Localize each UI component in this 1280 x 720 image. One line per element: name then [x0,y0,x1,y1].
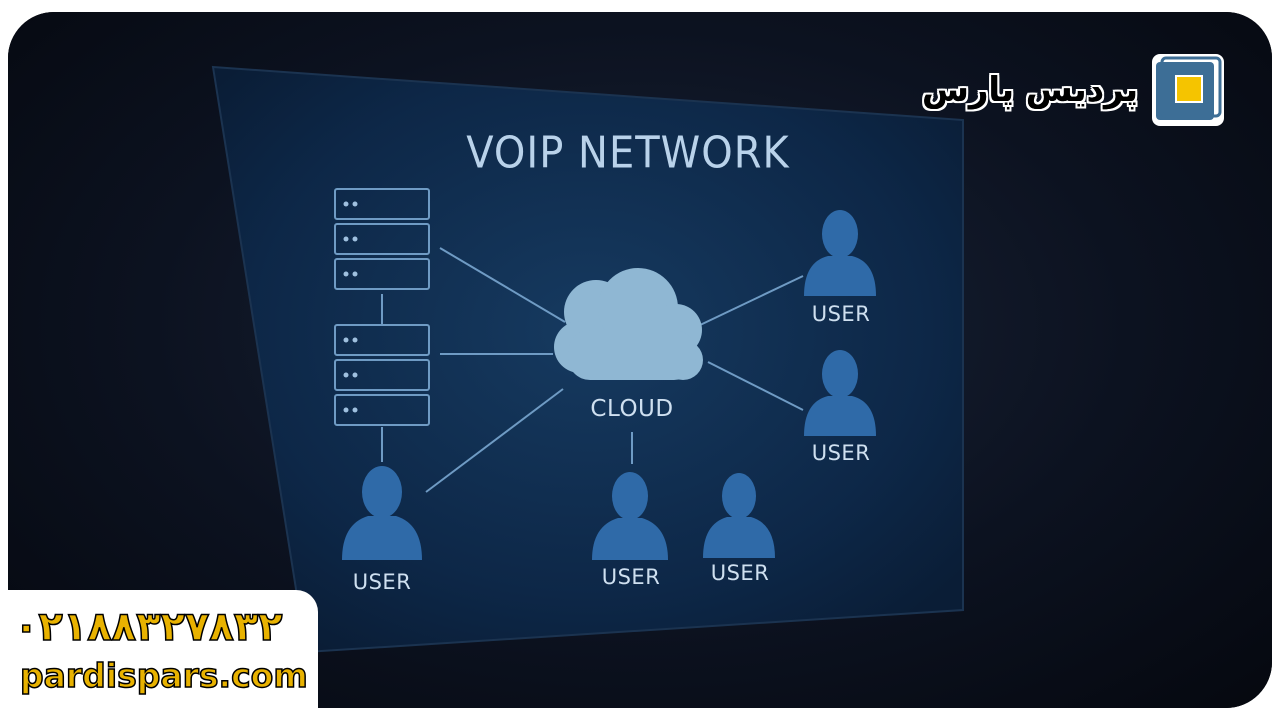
user-icon [342,466,422,560]
user-icon-group [342,210,876,560]
link-user-bl-cloud [425,388,564,493]
user-icon [592,472,668,560]
user-icon [703,473,775,558]
server-unit [334,258,430,290]
brand-logo: پردیس پارس [922,54,1224,126]
user-label: USER [811,441,871,465]
server-leds-bottom [343,337,358,413]
connection-lines [381,247,804,493]
cloud-icon [554,268,703,380]
server-unit [334,359,430,391]
user-icon [804,350,876,436]
link-cloud-user-tr [697,275,804,327]
photo-frame: VOIP NETWORK CLOUD USER USER USER USER U… [8,12,1272,708]
user-label: USER [811,302,871,326]
network-diagram [211,65,964,654]
phone-number: ۰۲۱۸۸۳۲۷۸۳۲ [13,603,283,651]
website-link[interactable]: pardispars.com [19,655,308,696]
user-label: USER [601,565,661,589]
link-server-top-cloud [439,247,566,323]
server-unit [334,188,430,220]
server-unit [334,223,430,255]
user-icon [804,210,876,296]
server-stack-top [334,188,430,290]
logo-mark-icon [1152,54,1224,126]
server-unit [334,394,430,426]
server-leds-top [343,201,358,277]
user-label: USER [710,561,770,585]
server-unit [334,324,430,356]
diagram-title: VOIP NETWORK [466,127,790,179]
cloud-label: CLOUD [590,396,674,422]
logo-text: پردیس پارس [921,70,1138,110]
server-stack-bottom [334,324,430,426]
link-cloud-user-mr [707,361,804,411]
user-label: USER [352,570,412,594]
display-screen: VOIP NETWORK CLOUD USER USER USER USER U… [8,12,1272,708]
contact-panel [0,590,318,708]
